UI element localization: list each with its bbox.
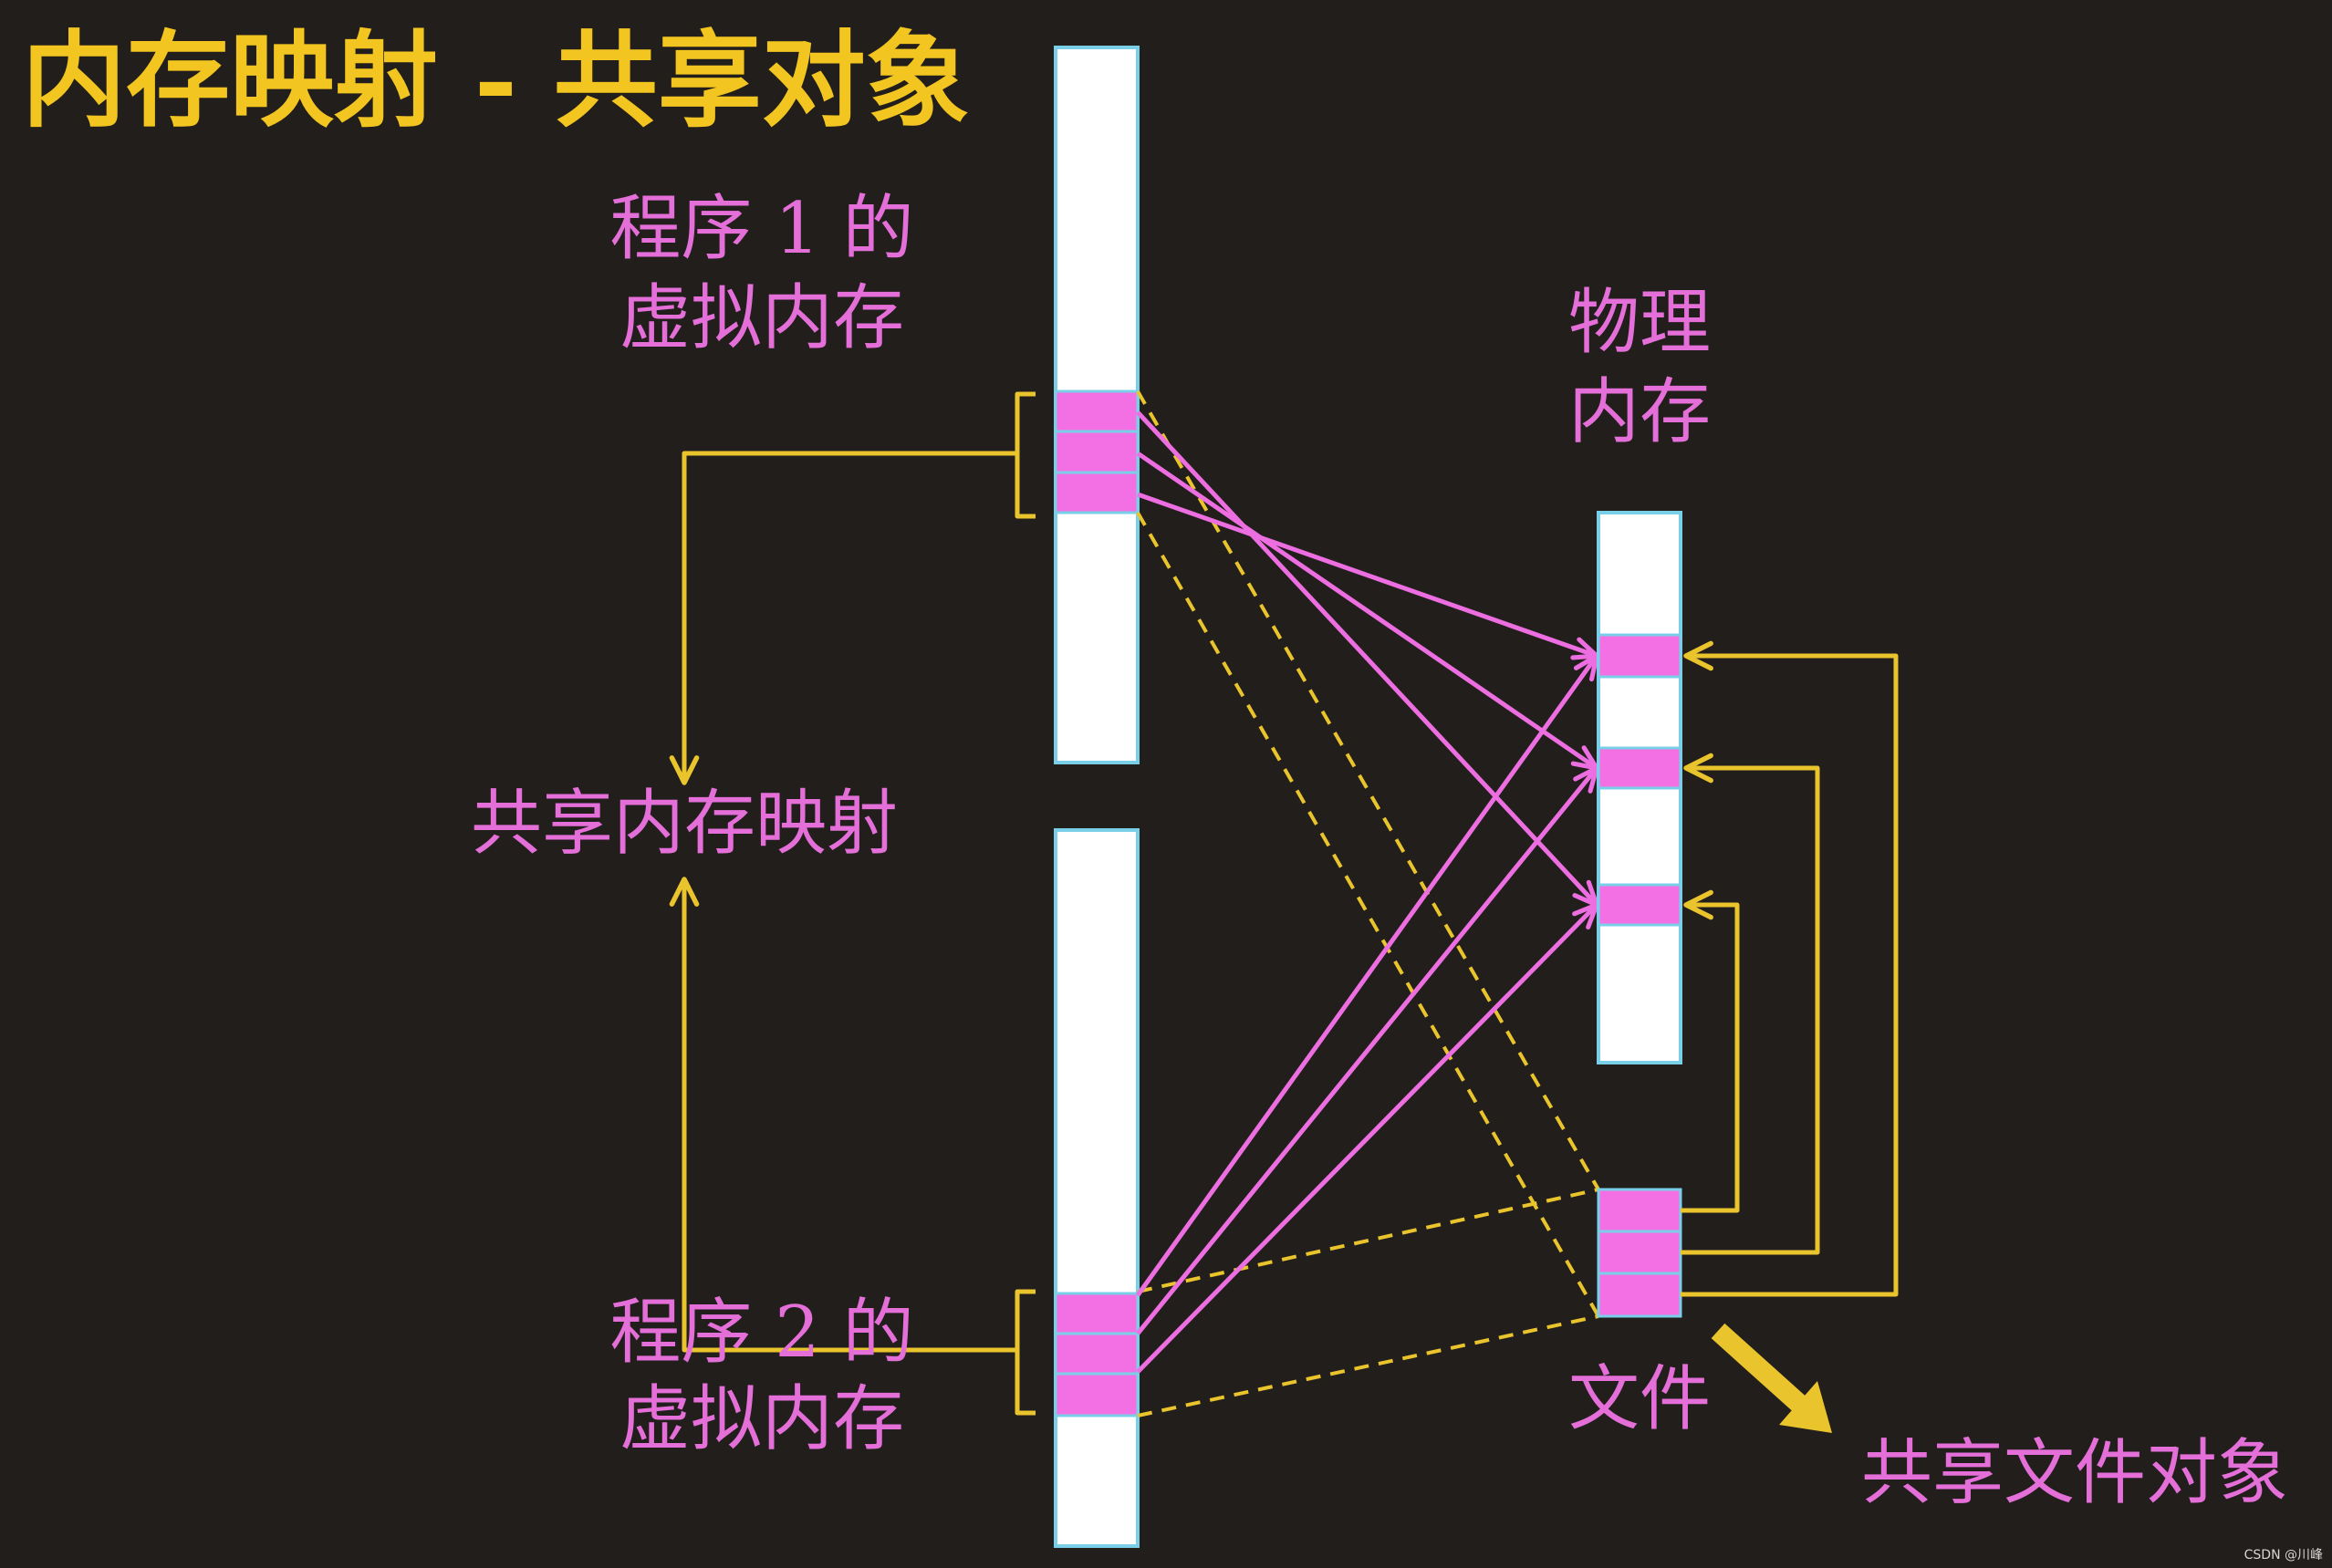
arrow-program1-page2-to-physical xyxy=(1136,451,1599,771)
connector-file-block3-to-physical-page1 xyxy=(1681,640,1899,1297)
connector-program2-to-shared-mapping xyxy=(669,877,1017,1353)
arrow-program2-page1-to-physical xyxy=(1135,653,1599,1297)
connector-file-block2-to-physical-page2 xyxy=(1681,753,1820,1255)
shared-file-object-label: 共享文件对象 xyxy=(1861,1432,2288,1514)
watermark: CSDN @川峰 xyxy=(2244,1548,2323,1563)
program2-label-line1: 程序 2 的 xyxy=(609,1292,913,1374)
file-label: 文件 xyxy=(1568,1358,1711,1440)
program1-label-line2: 虚拟内存 xyxy=(619,277,904,359)
dashed-program2-top-to-file xyxy=(1137,1188,1599,1293)
program1-mapped-page-2 xyxy=(1054,430,1140,474)
connector-file-block1-to-physical-page3 xyxy=(1681,889,1740,1213)
arrow-program1-page1-to-physical xyxy=(1136,410,1599,908)
program1-mapped-page-1 xyxy=(1054,389,1140,433)
dashed-program1-bottom-to-file xyxy=(1136,512,1600,1317)
file-block-1 xyxy=(1597,1188,1682,1233)
physical-page-2 xyxy=(1597,746,1682,790)
file-block-3 xyxy=(1597,1272,1682,1318)
shared-memory-mapping-label: 共享内存映射 xyxy=(471,783,898,865)
arrow-program2-page3-to-physical xyxy=(1136,902,1599,1374)
connector-program1-to-shared-mapping xyxy=(669,451,1017,785)
arrow-program1-page3-to-physical xyxy=(1137,492,1599,660)
program2-mapped-page-3 xyxy=(1054,1372,1140,1417)
physical-memory-label-line1: 物理 xyxy=(1568,282,1711,364)
big-arrow-icon xyxy=(1711,1323,1832,1433)
page-title: 内存映射 - 共享对象 xyxy=(22,19,970,141)
program2-mapped-page-1 xyxy=(1054,1292,1140,1335)
program2-virtual-memory-bar xyxy=(1054,828,1140,1548)
physical-memory-label-line2: 内存 xyxy=(1568,371,1711,453)
program2-mapped-page-2 xyxy=(1054,1332,1140,1376)
program1-label-line1: 程序 1 的 xyxy=(609,188,913,270)
file-block-2 xyxy=(1597,1230,1682,1275)
dashed-program1-top-to-file xyxy=(1136,390,1600,1190)
physical-page-1 xyxy=(1597,633,1682,679)
program2-label-line2: 虚拟内存 xyxy=(619,1378,904,1460)
program1-mapped-page-3 xyxy=(1054,471,1140,514)
arrow-program2-page2-to-physical xyxy=(1136,765,1599,1335)
dashed-program2-bottom-to-file xyxy=(1137,1314,1599,1417)
physical-page-3 xyxy=(1597,883,1682,927)
